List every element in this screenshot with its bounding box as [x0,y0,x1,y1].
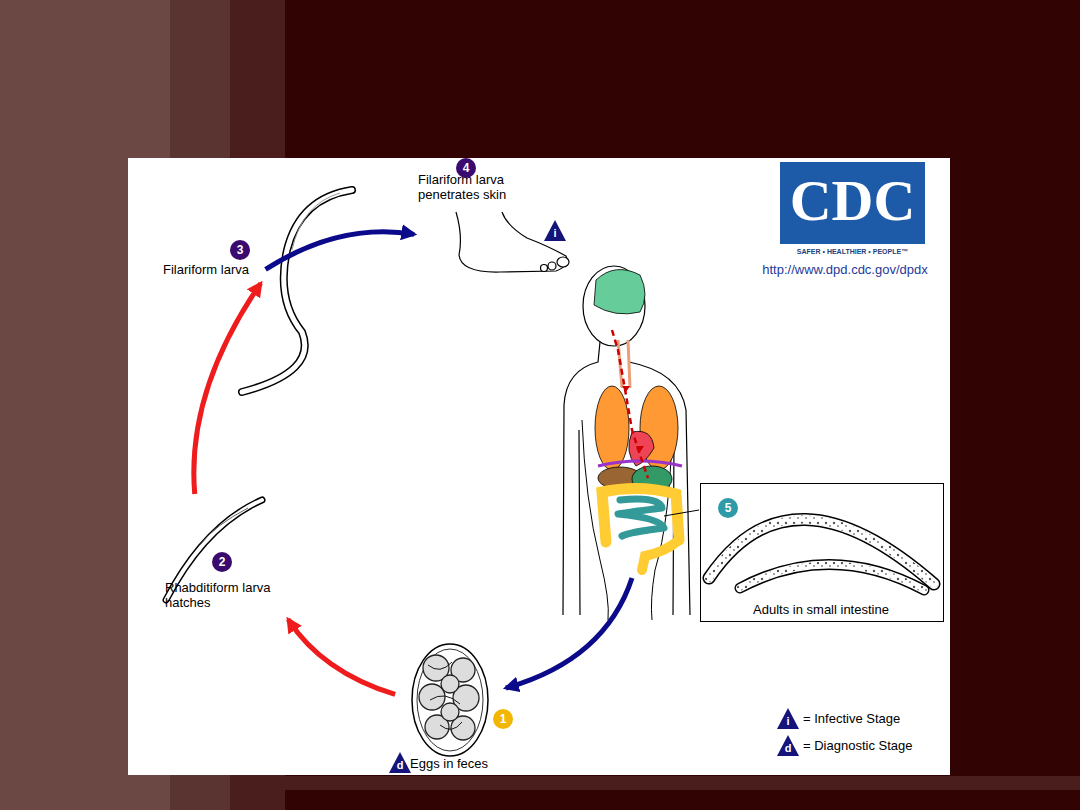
cycle-arrow [266,232,415,270]
stage-text: Rhabditiform larva hatches [165,580,297,610]
callout-number: 5 [718,498,738,518]
cycle-arrow [288,619,395,694]
callout-number: 2 [212,552,232,572]
cdc-logo [780,162,925,244]
diagnostic-stage-symbol: d [780,741,796,755]
infective-stage-symbol: i [547,226,563,240]
diagram-panel [128,158,950,775]
legend-text: = Diagnostic Stage [803,738,912,753]
callout-number: 1 [493,709,513,729]
bottom-band [230,776,1080,790]
stage-symbol [389,220,799,773]
callout-number: 4 [456,158,476,178]
cycle-arrow [506,578,632,688]
infective-stage-symbol: i [780,714,796,728]
adult-worms [709,519,934,590]
cycle-arrow [194,283,261,494]
diagnostic-stage-symbol: d [392,758,408,772]
stage-text: Adults in small intestine [701,602,941,617]
stage-text: Filariform larva penetrates skin [418,172,540,202]
foot [456,212,569,272]
leader-line [664,510,699,516]
stage-label: Eggs in feces [398,640,508,775]
human-body [563,266,690,620]
source-url: http://www.dpd.cdc.gov/dpdx [750,262,940,278]
egg [412,644,488,756]
logo-tagline: SAFER • HEALTHIER • PEOPLE™ [780,247,925,257]
logo-text: CDC [780,166,925,236]
stage-label: Filariform larva penetrates skin [418,172,573,277]
stage-text: Eggs in feces [410,756,488,771]
stage-text: Filariform larva [163,262,249,277]
legend-text: = Infective Stage [803,711,900,726]
callout-number: 3 [230,240,250,260]
stage-label: Filariform larva [163,262,263,280]
